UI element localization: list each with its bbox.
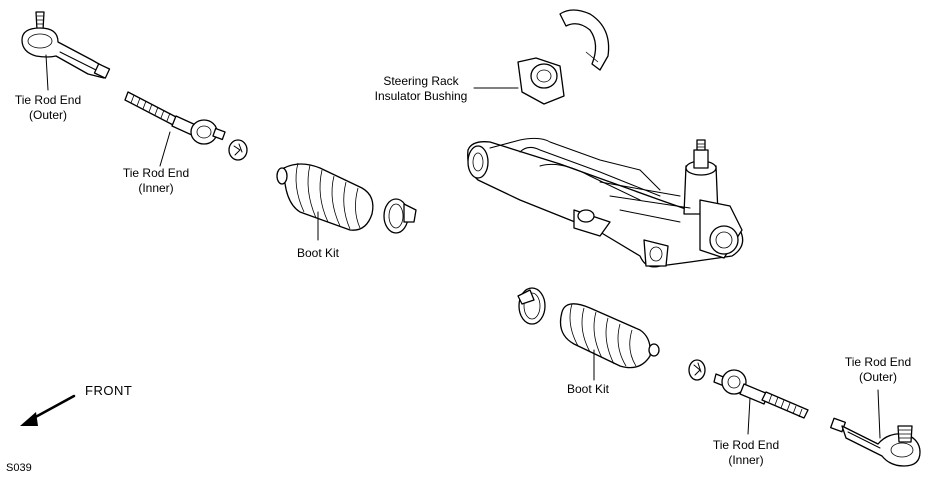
label-steering-rack-insulator-bushing: Steering Rack Insulator Bushing [374,74,468,103]
label-tie-rod-end-inner-left: Tie Rod End (Inner) [122,166,190,195]
label-tie-rod-end-outer-right: Tie Rod End (Outer) [844,355,912,384]
leader-tie-rod-end-inner-left [159,131,171,167]
tie-rod-end-outer-left-part [21,11,111,79]
lock-washer-left-part [228,139,248,161]
label-tie-rod-end-outer-left: Tie Rod End (Outer) [14,93,82,122]
lock-washer-right-part [688,359,706,381]
label-tie-rod-end-inner-right: Tie Rod End (Inner) [712,438,780,467]
tie-rod-end-inner-right-part [713,369,809,419]
steering-rack-insulator-bushing-part [517,9,610,105]
front-direction-label: FRONT [85,383,133,398]
tie-rod-end-inner-left-part [124,91,226,145]
leader-tie-rod-end-outer-right [877,389,881,439]
leader-tie-rod-end-inner-right [747,397,751,435]
boot-kit-right-part [517,287,660,369]
front-direction-arrow [20,394,76,426]
boot-kit-left-part [276,162,417,234]
label-boot-kit-right: Boot Kit [566,382,610,396]
figure-code: S039 [6,462,32,474]
tie-rod-end-outer-right-part [830,417,921,467]
leader-tie-rod-end-outer-left [45,54,49,91]
steering-rack-housing-part [467,137,744,268]
label-boot-kit-left: Boot Kit [296,246,340,260]
